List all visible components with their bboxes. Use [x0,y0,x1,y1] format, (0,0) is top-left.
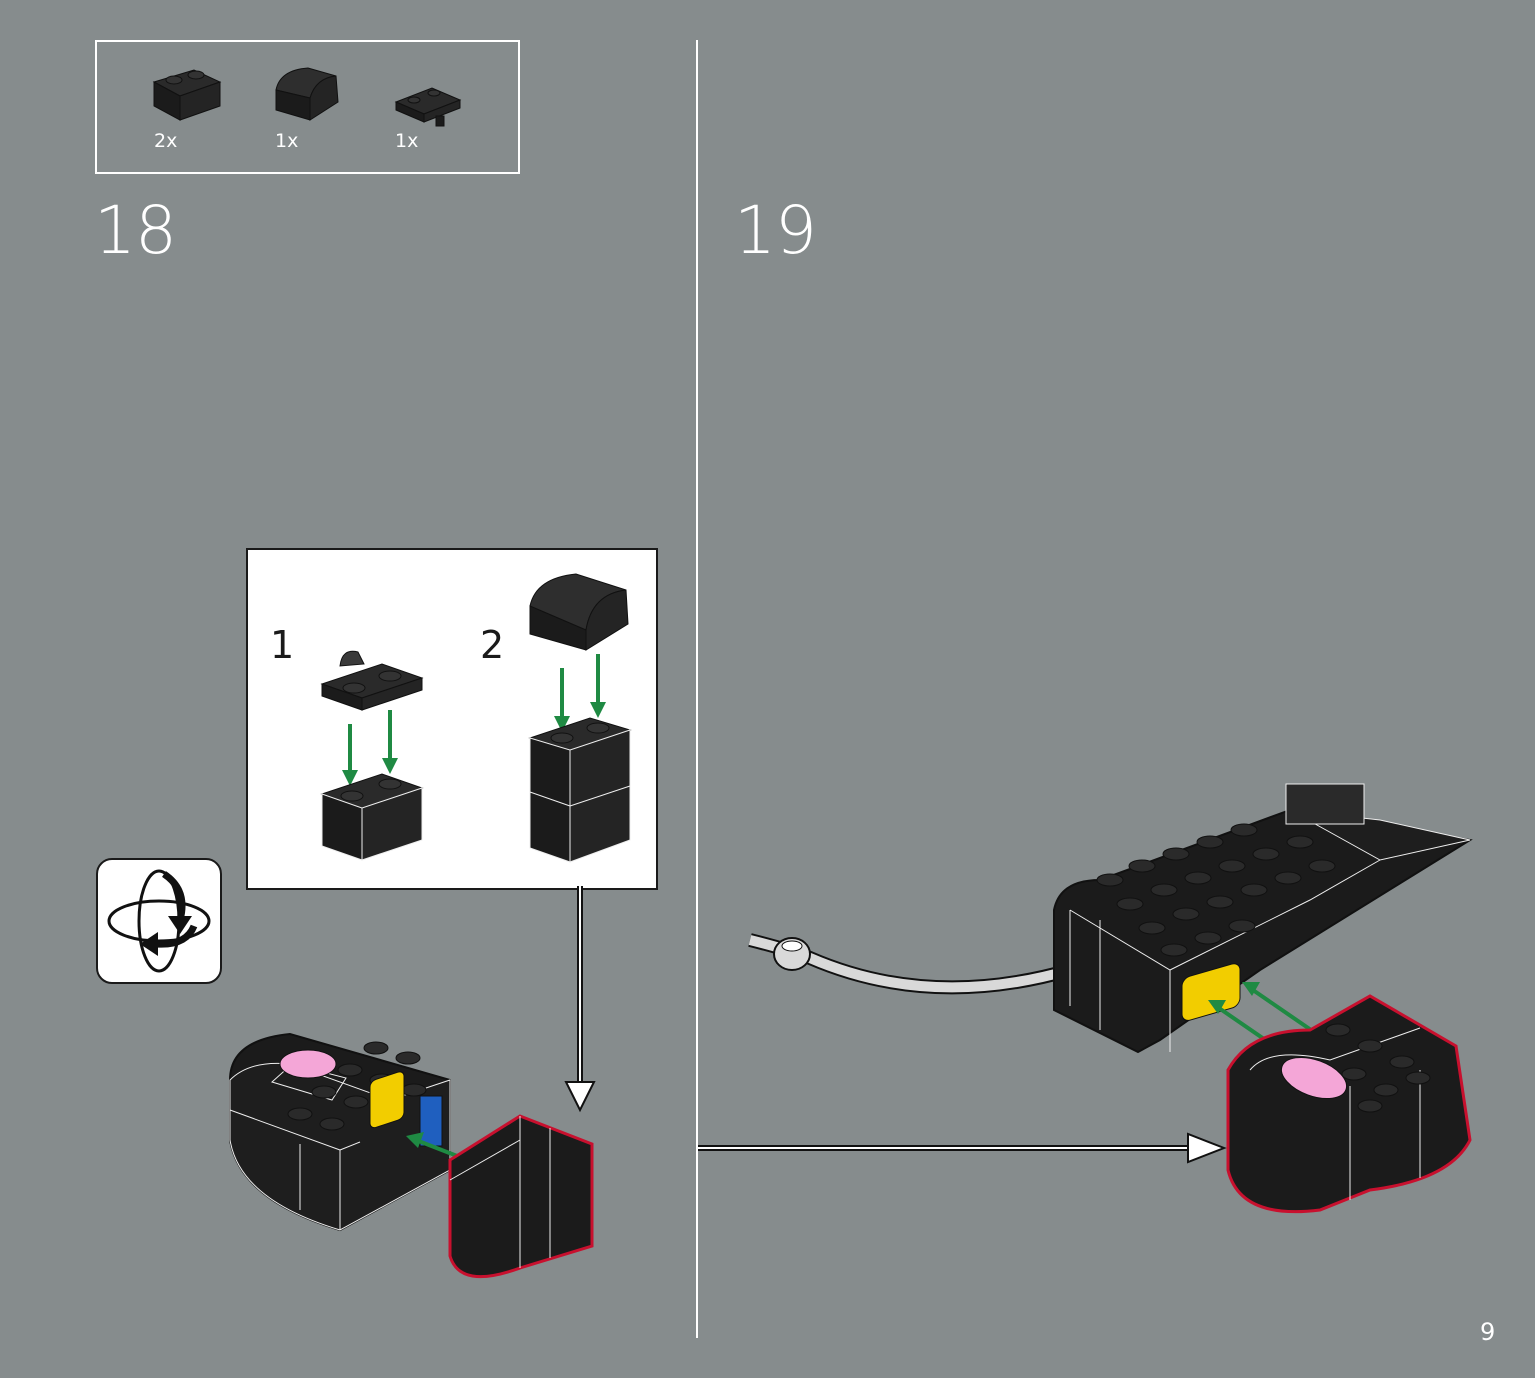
step-18-assembly [229,1032,594,1279]
part-quantity: 1x [395,130,419,152]
plate-with-clip-icon [394,87,462,127]
bar-with-clip [748,933,1072,995]
curved-slope-icon [529,573,629,651]
attached-part-highlight [1226,994,1472,1214]
part-quantity: 1x [275,130,299,152]
step-19-assembly [748,783,1473,1214]
green-arrow-icon [342,710,398,786]
plate-with-clip-icon [320,650,424,711]
page-divider [696,40,698,1338]
model-body [1053,783,1473,1054]
curved-piece-highlight [448,1114,594,1279]
rotate-model-icon [96,858,222,984]
part-quantity: 2x [154,130,178,152]
brick-1x2-icon [152,69,222,121]
curved-slope-icon [275,67,339,121]
step-number-18: 18 [94,192,177,269]
green-arrow-icon [554,654,606,732]
substep-number: 1 [270,623,295,667]
parts-list-box [95,40,520,174]
brick-1x2-icon [320,773,424,861]
step-number-19: 19 [734,192,817,269]
page-number: 9 [1480,1318,1496,1346]
callout-pointer-arrow [564,886,596,1113]
brick-stack-icon [528,717,632,863]
model-body [229,1032,451,1232]
callout-illustration [320,573,632,863]
substep-number: 2 [480,623,505,667]
step-transition-arrow [698,1132,1227,1164]
